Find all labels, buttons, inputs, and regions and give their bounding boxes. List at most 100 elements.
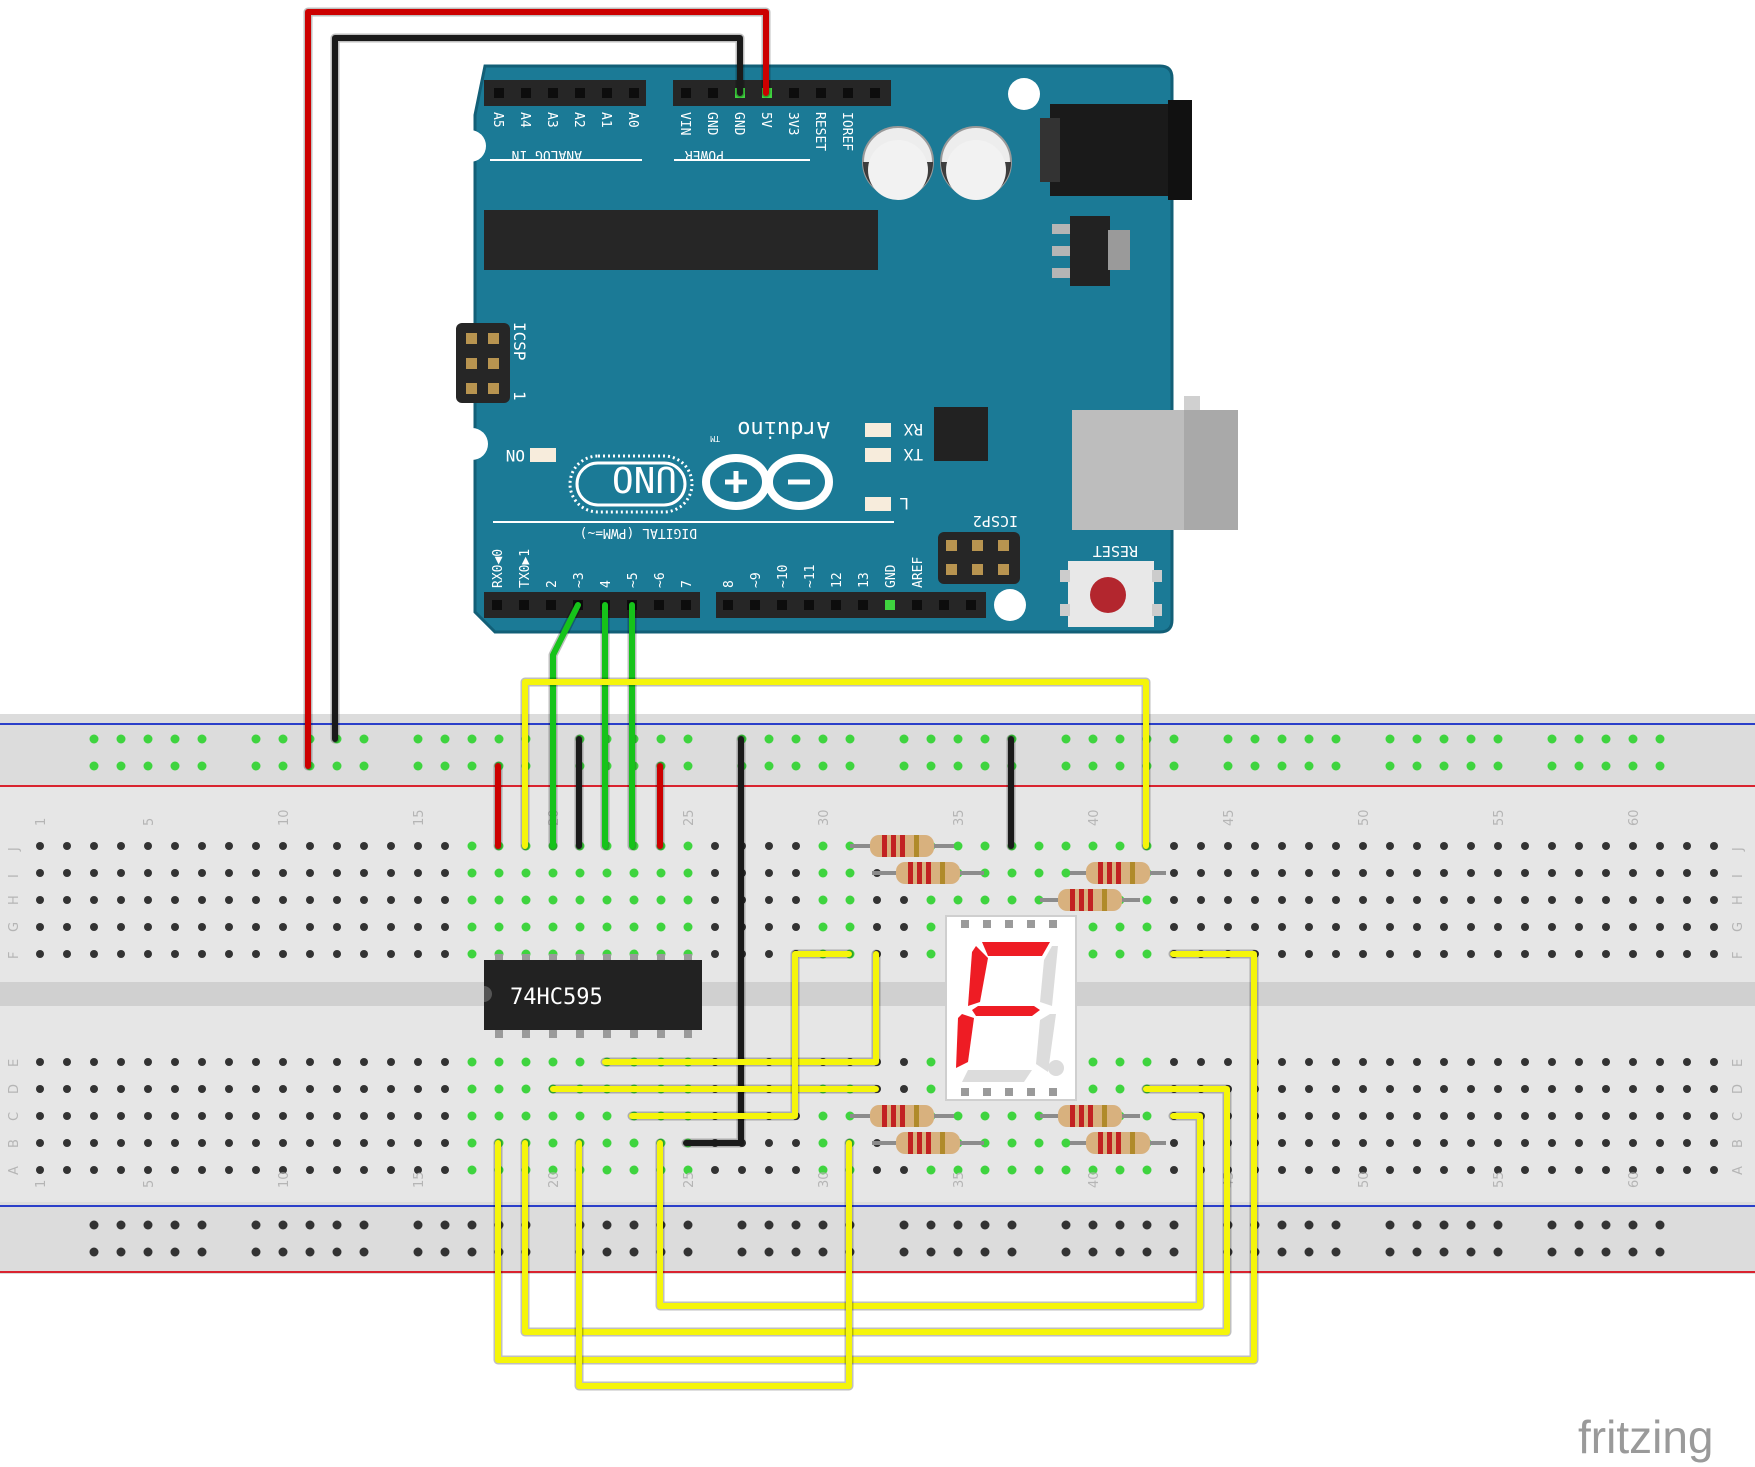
breadboard-hole: [360, 1085, 368, 1093]
rail-hole: [1412, 761, 1422, 771]
breadboard-hole: [548, 1057, 558, 1067]
analog-pin-holes: [494, 88, 639, 98]
breadboard-hole: [765, 842, 773, 850]
breadboard-hole: [360, 1139, 368, 1147]
column-number: 15: [412, 809, 427, 826]
breadboard-hole: [1683, 950, 1691, 958]
breadboard-hole: [1521, 869, 1529, 877]
breadboard-hole: [1386, 1166, 1394, 1174]
rail-hole: [1493, 734, 1503, 744]
breadboard-hole: [1683, 842, 1691, 850]
breadboard-hole: [1332, 950, 1340, 958]
breadboard-hole: [360, 950, 368, 958]
rail-hole: [251, 734, 261, 744]
rail-hole: [1304, 761, 1314, 771]
rx-led: [865, 423, 891, 437]
rail-hole: [791, 761, 801, 771]
breadboard-hole: [1629, 1112, 1637, 1120]
rail-hole: [332, 1220, 342, 1230]
breadboard-hole: [1440, 1112, 1448, 1120]
breadboard-hole: [1521, 1085, 1529, 1093]
breadboard-hole: [1386, 896, 1394, 904]
breadboard-hole: [171, 1112, 179, 1120]
breadboard-hole: [1386, 869, 1394, 877]
rail-hole: [953, 1220, 963, 1230]
breadboard-hole: [1088, 949, 1098, 959]
resistor-band: [908, 1132, 913, 1154]
rail-hole: [1277, 734, 1287, 744]
ic-leg: [549, 954, 557, 964]
breadboard-hole: [414, 1166, 422, 1174]
breadboard-hole: [360, 842, 368, 850]
breadboard-hole: [1034, 1111, 1044, 1121]
rail-hole: [1466, 761, 1476, 771]
rail-hole: [1088, 1220, 1098, 1230]
rail-hole: [359, 734, 369, 744]
pin-label: TX0▶1: [518, 549, 533, 588]
breadboard-hole: [1656, 1112, 1664, 1120]
breadboard-hole: [548, 868, 558, 878]
breadboard-hole: [792, 842, 800, 850]
breadboard-hole: [1170, 842, 1178, 850]
breadboard-hole: [387, 842, 395, 850]
breadboard-hole: [279, 950, 287, 958]
breadboard-hole: [414, 1112, 422, 1120]
icsp-pin: [488, 358, 499, 369]
header-pin-hole: [939, 600, 949, 610]
breadboard-hole: [1413, 1139, 1421, 1147]
breadboard-hole: [629, 922, 639, 932]
rail-hole: [1142, 1247, 1152, 1257]
rail-hole: [89, 1220, 99, 1230]
rail-hole: [116, 734, 126, 744]
breadboard-hole: [90, 1112, 98, 1120]
column-number: 60: [1627, 809, 1642, 826]
icsp2-pin: [972, 564, 983, 575]
uno-label: UNO: [612, 458, 677, 499]
row-letter: G: [7, 922, 22, 932]
breadboard-hole: [1332, 1058, 1340, 1066]
breadboard-hole: [1034, 895, 1044, 905]
rail-hole: [278, 1220, 288, 1230]
rail-hole: [791, 734, 801, 744]
rail-hole: [197, 1220, 207, 1230]
breadboard-hole: [1575, 869, 1583, 877]
breadboard-hole: [683, 895, 693, 905]
arduino-brand-label: Arduino: [737, 416, 830, 441]
ic-leg: [657, 1028, 665, 1038]
rail-hole: [899, 1220, 909, 1230]
breadboard-hole: [306, 869, 314, 877]
breadboard-hole: [792, 896, 800, 904]
pin-label: A1: [598, 112, 613, 128]
power-label: POWER: [685, 147, 724, 162]
rail-hole: [683, 734, 693, 744]
icsp-pin: [488, 383, 499, 394]
breadboard-hole: [1359, 1058, 1367, 1066]
breadboard-hole: [1197, 923, 1205, 931]
resistor-band: [1098, 862, 1103, 884]
column-number: 40: [1087, 1171, 1102, 1188]
breadboard-hole: [1548, 923, 1556, 931]
breadboard-hole: [575, 1111, 585, 1121]
breadboard-hole: [1710, 950, 1718, 958]
pin-label: GND: [704, 112, 719, 136]
wire: [522, 679, 1149, 849]
breadboard-hole: [279, 1139, 287, 1147]
rail-hole: [1601, 734, 1611, 744]
breadboard-hole: [1494, 896, 1502, 904]
rail-hole: [1466, 1220, 1476, 1230]
rail-hole: [1169, 761, 1179, 771]
breadboard-hole: [1467, 1166, 1475, 1174]
column-number: 30: [817, 1171, 832, 1188]
breadboard-hole: [144, 1112, 152, 1120]
rail-hole: [899, 734, 909, 744]
breadboard-hole: [252, 950, 260, 958]
rail-hole: [1331, 1247, 1341, 1257]
breadboard-hole: [1413, 842, 1421, 850]
breadboard-hole: [926, 1057, 936, 1067]
breadboard-hole: [387, 869, 395, 877]
breadboard-hole: [873, 923, 881, 931]
resistor-band: [940, 1132, 945, 1154]
breadboard-hole: [1683, 1166, 1691, 1174]
icsp-pin-one-label: 1: [510, 391, 529, 401]
